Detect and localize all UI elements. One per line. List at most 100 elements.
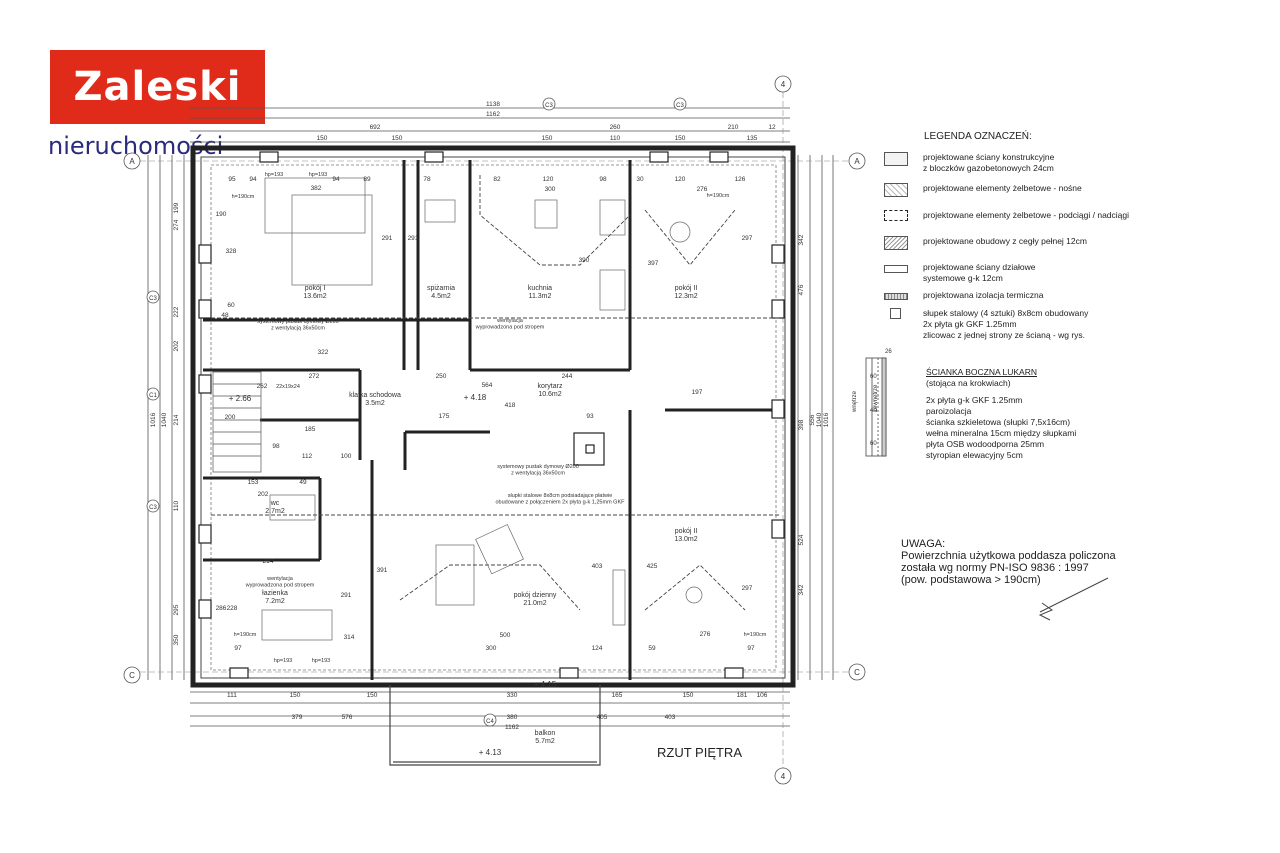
dim-left-total: 1040 <box>161 412 168 427</box>
annotation: hp=193 <box>312 658 331 664</box>
dim-interior: 276 <box>697 186 708 193</box>
dim-interior: 95 <box>228 176 236 183</box>
axis-left-1: C3 <box>149 296 157 302</box>
legend-label: projektowane ściany działowe systemowe g… <box>923 262 1036 283</box>
area-note: UWAGA: Powierzchnia użytkowa poddasza po… <box>901 538 1116 586</box>
dim-interior: 94 <box>249 176 257 183</box>
dim-interior: 202 <box>258 491 269 498</box>
dim-bottom-chain: 576 <box>342 714 353 721</box>
drawing-title: RZUT PIĘTRA <box>657 745 742 760</box>
dim-interior: 124 <box>592 645 603 652</box>
dim-left-chain: 214 <box>173 414 180 425</box>
dim-interior: 126 <box>735 176 746 183</box>
legend-label: projektowane obudowy z cegły pełnej 12cm <box>923 236 1087 246</box>
dim-interior: 286 <box>216 605 227 612</box>
dim-bottom-chain: 150 <box>683 692 694 699</box>
annotation: hp=193 <box>309 172 328 178</box>
annotation: słupki stalowe 8x8cm podsiadające płatwi… <box>495 493 625 505</box>
legend-label: projektowane ściany konstrukcyjne z bloc… <box>923 152 1055 173</box>
dim-interior: 60 <box>227 302 235 309</box>
dim-left-chain: 202 <box>173 340 180 351</box>
legend-swatch-gk <box>884 265 908 273</box>
side-wall-detail-label: 26 <box>885 349 892 355</box>
axis-c-right: C <box>854 668 860 677</box>
dim-interior: 30 <box>636 176 644 183</box>
side-wall-detail-label: 60 <box>870 441 877 447</box>
dim-interior: 564 <box>482 382 493 389</box>
legend-swatch-post <box>890 308 901 319</box>
dim-right-total: 556 <box>809 414 816 425</box>
side-wall-detail-label: 40 <box>870 408 877 414</box>
dim-interior: 262 <box>257 383 268 390</box>
dim-top-chain: 692 <box>370 124 381 131</box>
dim-bottom-chain: 379 <box>292 714 303 721</box>
axis-left-2: C1 <box>149 393 157 399</box>
dim-left-chain: 222 <box>173 306 180 317</box>
annotation: h=190cm <box>234 632 257 638</box>
dim-bottom-chain: 150 <box>367 692 378 699</box>
axis-c-left: C <box>129 671 135 680</box>
dim-interior: 250 <box>436 373 447 380</box>
dim-interior: 291 <box>408 235 419 242</box>
note-line: Powierzchnia użytkowa poddasza policzona <box>901 550 1116 562</box>
annotation: 22x19x24 <box>276 384 300 390</box>
dim-right-chain: 342 <box>798 234 805 245</box>
dim-interior: 391 <box>377 567 388 574</box>
legend-swatch-brick <box>884 236 908 250</box>
dim-interior: 120 <box>675 176 686 183</box>
dim-left-chain: 199 <box>173 202 180 213</box>
dimension-lines <box>147 107 834 727</box>
axis-col-1: C3 <box>545 103 553 109</box>
dim-interior: 94 <box>332 176 340 183</box>
annotation: hp=193 <box>274 658 293 664</box>
dim-interior: 322 <box>318 349 329 356</box>
dim-interior: 175 <box>439 413 450 420</box>
dim-left-total: 1016 <box>150 412 157 427</box>
dim-interior: 276 <box>700 631 711 638</box>
dim-right-total: 1016 <box>823 412 830 427</box>
dim-right-chain: 398 <box>798 419 805 430</box>
annotation: h=190cm <box>707 193 730 199</box>
dim-top-chain: 12 <box>768 124 776 131</box>
dim-interior: 93 <box>586 413 594 420</box>
side-wall-spec: ŚCIANKA BOCZNA LUKARN (stojąca na krokwi… <box>926 367 1076 461</box>
dim-interior: 48 <box>221 312 229 319</box>
brand-logo: Zaleski <box>50 50 265 124</box>
dim-interior: 314 <box>344 634 355 641</box>
dim-left-chain: 295 <box>173 604 180 615</box>
logo-brand-text: Zaleski <box>73 64 242 110</box>
axis-col-2: C3 <box>676 103 684 109</box>
dim-interior: 403 <box>592 563 603 570</box>
dim-interior: 418 <box>505 402 516 409</box>
dim-interior: 300 <box>486 645 497 652</box>
dim-bottom-chain: 181 <box>737 692 748 699</box>
dim-top-outer: 1162 <box>486 111 500 118</box>
legend-item: projektowane ściany działowe systemowe g… <box>884 262 1035 284</box>
dim-interior: 98 <box>599 176 607 183</box>
annotation: h=190cm <box>232 194 255 200</box>
dim-bottom-chain: 150 <box>290 692 301 699</box>
dim-left-chain: 350 <box>173 634 180 645</box>
legend-label: słupek stalowy (4 sztuki) 8x8cm obudowan… <box>923 308 1089 340</box>
dim-left-chain: 110 <box>173 500 180 511</box>
dim-interior: 214 <box>263 558 274 565</box>
dim-interior: 272 <box>309 373 320 380</box>
legend-title: LEGENDA OZNACZEŃ: <box>924 131 1032 142</box>
legend-swatch-wall <box>884 152 908 166</box>
dim-interior: 328 <box>226 248 237 255</box>
axis-col-3: C4 <box>486 719 494 725</box>
note-line: została wg normy PN-ISO 9836 : 1997 <box>901 562 1089 574</box>
dim-interior: 112 <box>302 453 313 460</box>
balcony-outline <box>389 685 601 766</box>
dim-interior: 291 <box>382 235 393 242</box>
